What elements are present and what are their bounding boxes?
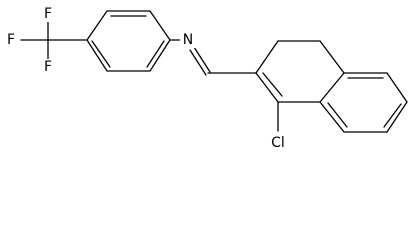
- label-mask-f-left: [3, 32, 19, 48]
- c4a-c8a-bond: [319, 72, 345, 103]
- aromatic-bond-c6-c7: [386, 101, 408, 133]
- imine-linker: [169, 39, 257, 76]
- fluorine-label-top: F: [44, 6, 52, 22]
- benzene-ring: [86, 10, 171, 72]
- dihydronaphthalene-system: [255, 40, 408, 133]
- aromatic-inner-bond-right: [383, 103, 402, 128]
- c1-c2-bond: [255, 72, 279, 103]
- aromatic-bond-c8-c8a: [319, 101, 345, 133]
- benzene-inner-bond-left: [91, 40, 111, 68]
- label-mask-nitrogen: [180, 32, 196, 48]
- c1-c2-double-bond-inner: [262, 72, 283, 97]
- c4-c4a-bond: [319, 40, 345, 74]
- aromatic-inner-bond-bottom-left: [327, 102, 348, 128]
- nitrogen-label: N: [183, 32, 193, 48]
- aromatic-bond-c5-c6: [386, 72, 408, 103]
- benzene-inner-bond-right: [146, 40, 165, 68]
- fluorine-label-bottom: F: [44, 59, 52, 75]
- label-mask-f-top: [40, 6, 56, 22]
- fluorine-label-left: F: [7, 32, 15, 48]
- nitrogen-to-ch-bond-1: [193, 46, 211, 73]
- nitrogen-to-ch-bond-2: [189, 49, 207, 76]
- c2-c3-bond: [255, 40, 279, 74]
- label-mask-chlorine: [266, 133, 290, 151]
- atom-labels: F F F N Cl: [3, 6, 290, 151]
- chemical-structure-diagram: F F F N Cl: [3, 6, 408, 151]
- label-mask-f-bottom: [40, 59, 56, 75]
- benzene-ring-outline: [86, 10, 171, 72]
- trifluoromethyl-group: [20, 20, 88, 62]
- chlorine-label: Cl: [271, 135, 285, 151]
